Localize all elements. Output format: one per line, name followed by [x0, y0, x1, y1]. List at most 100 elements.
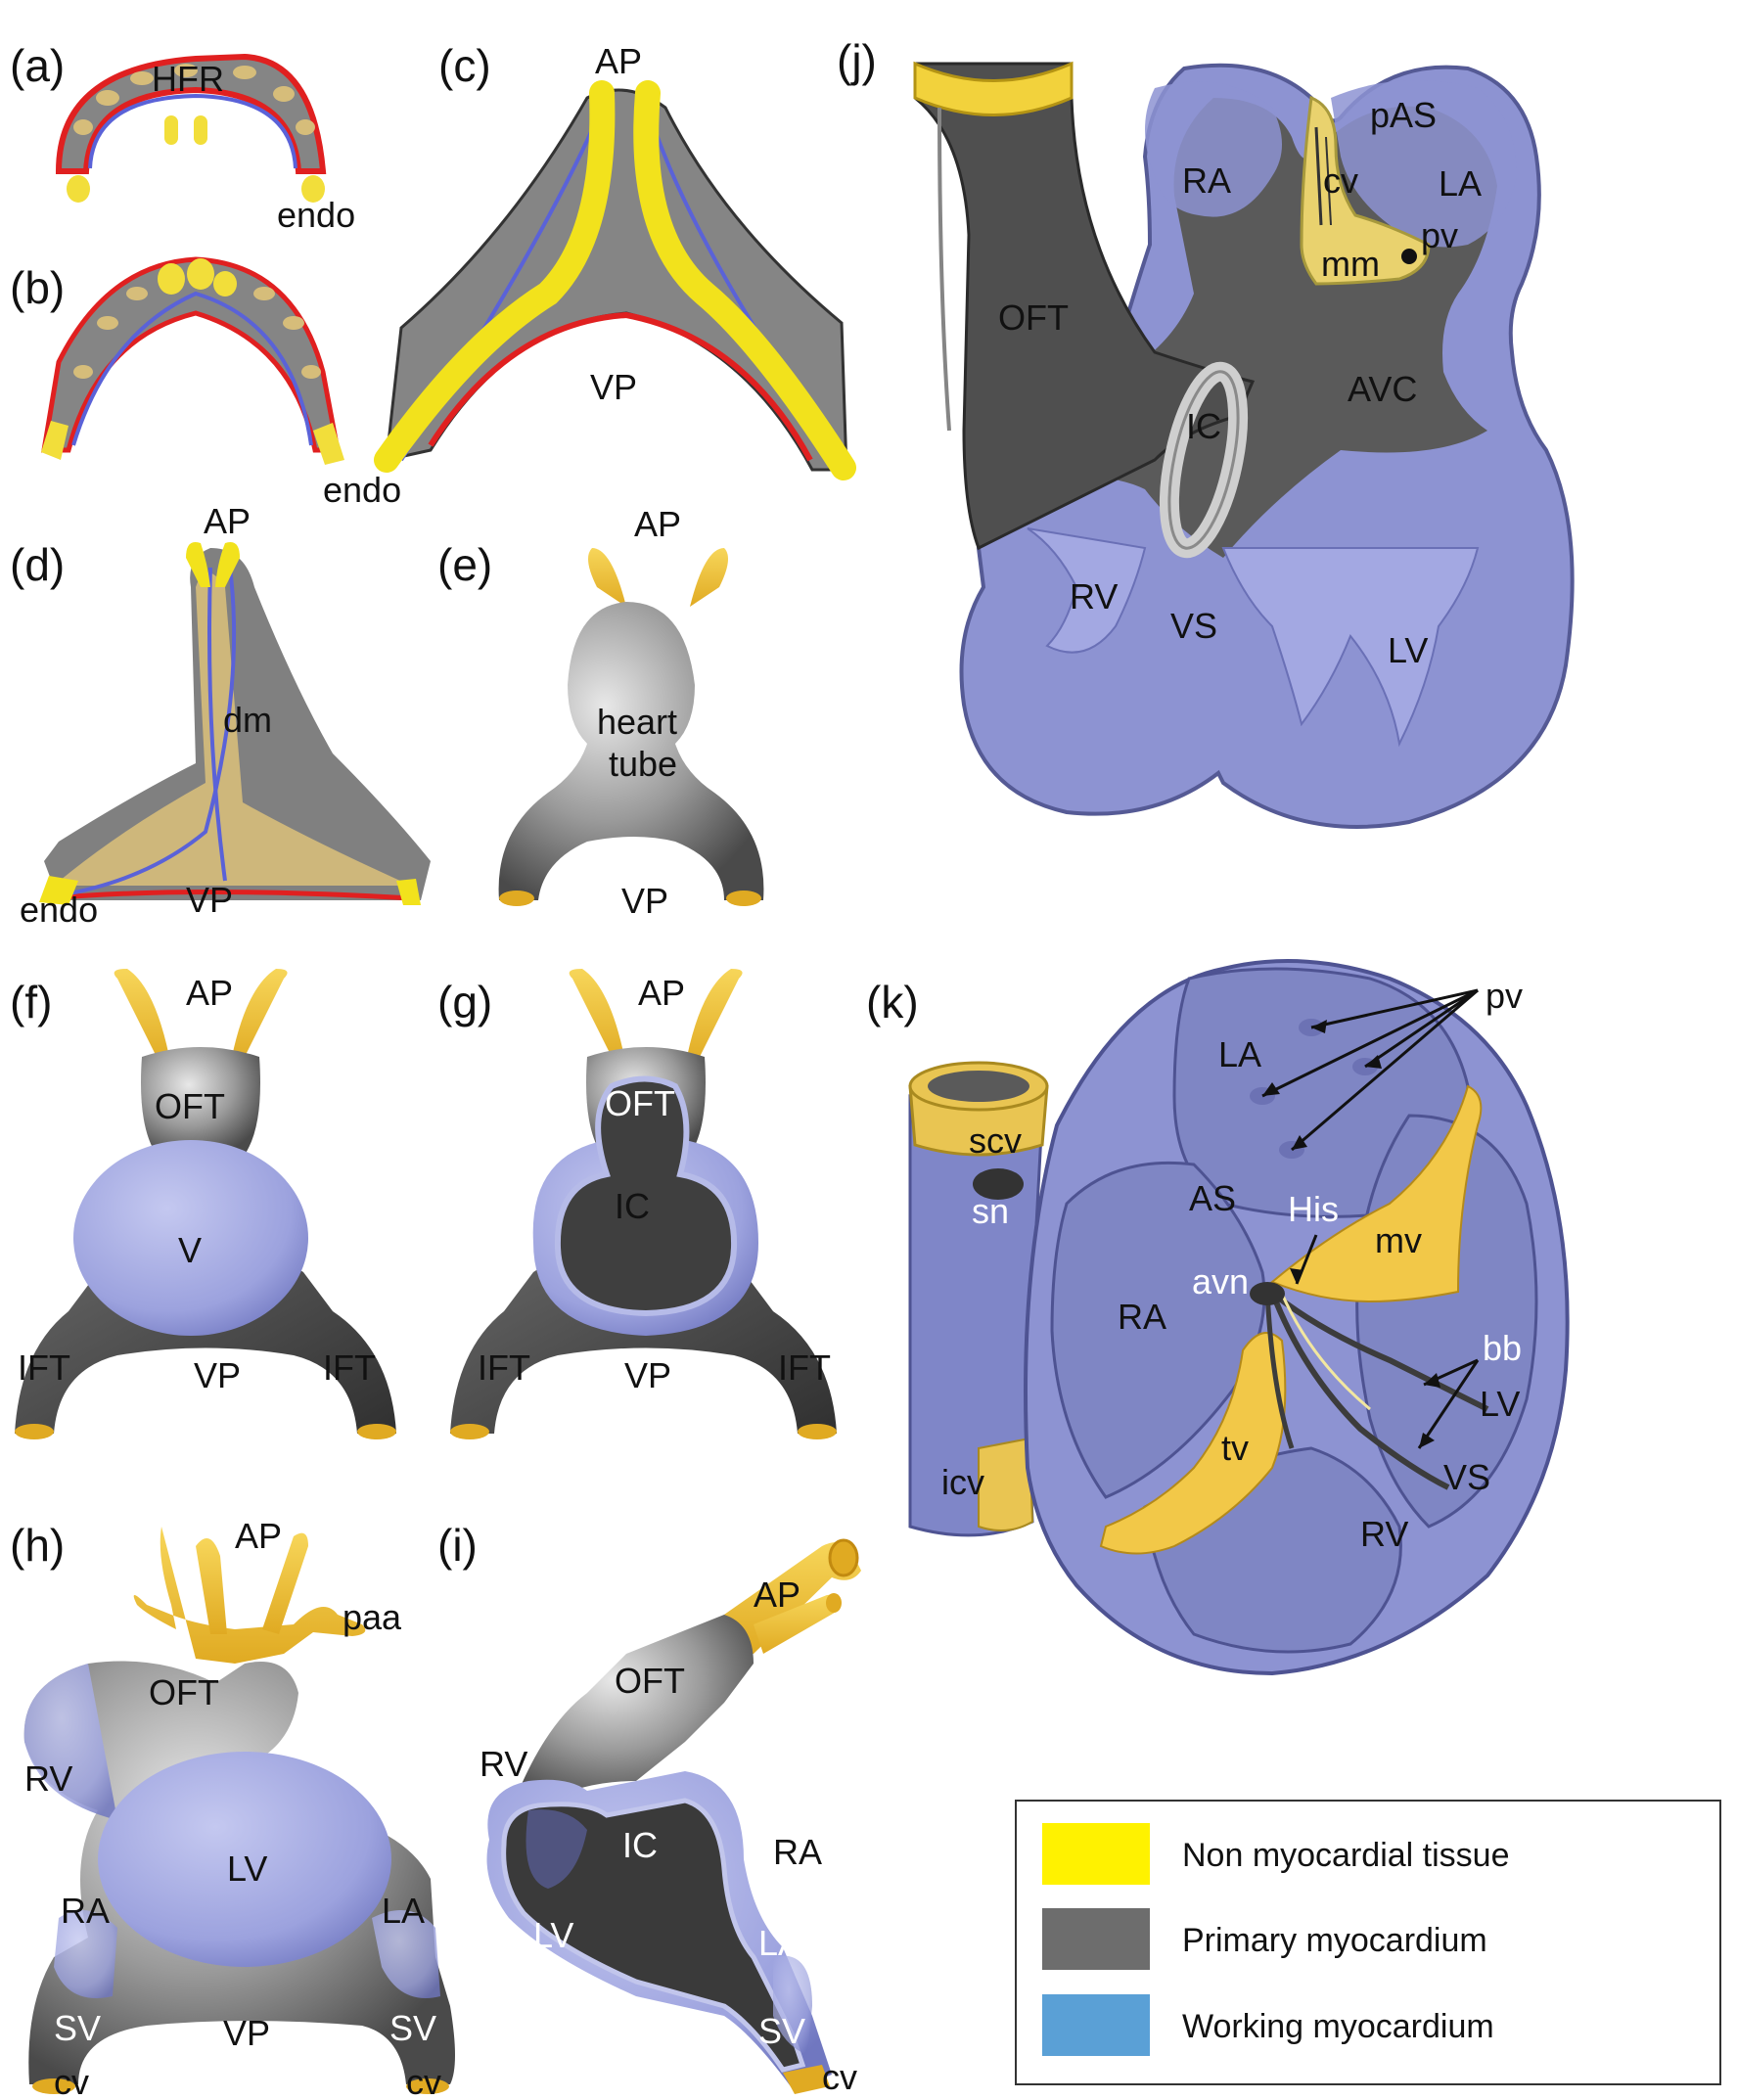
label-as: AS	[1189, 1178, 1236, 1218]
panel-k: (k) pv LA scv sn AS His mv avn RA bb LV …	[866, 959, 1570, 1676]
legend-swatch-non-myocardial	[1042, 1823, 1150, 1885]
label-ap-h: AP	[235, 1516, 282, 1556]
panel-letter-j: (j)	[837, 35, 877, 86]
label-la-j: LA	[1439, 163, 1482, 204]
label-ic-j: IC	[1186, 406, 1221, 446]
label-ra-j: RA	[1182, 160, 1231, 201]
label-pv-j: pv	[1421, 215, 1458, 255]
label-cv-j: cv	[1323, 160, 1358, 201]
legend-label-non-myocardial: Non myocardial tissue	[1182, 1837, 1509, 1874]
label-la-h: LA	[382, 1891, 425, 1931]
label-ift-left-g: IFT	[478, 1347, 530, 1388]
panel-i: (i) AP OFT RV IC RA LV LA SV cv	[437, 1520, 861, 2097]
panel-letter-g: (g)	[437, 977, 492, 1027]
label-mv: mv	[1375, 1220, 1422, 1260]
label-lv-j: LV	[1388, 630, 1428, 670]
label-cv-i: cv	[822, 2057, 857, 2097]
label-la-i: LA	[758, 1923, 801, 1963]
label-vp-h: VP	[223, 2013, 270, 2053]
label-endo-b: endo	[323, 470, 401, 510]
panel-f: (f) AP OFT V IFT VP IFT	[10, 969, 396, 1439]
label-lv-h: LV	[227, 1849, 267, 1889]
label-ap-f: AP	[186, 973, 233, 1013]
panel-letter-c: (c)	[438, 40, 491, 91]
label-tube: tube	[609, 744, 677, 784]
panel-h: (h) AP paa OFT RV LV RA LA SV SV VP cv c…	[10, 1516, 456, 2100]
label-endo: endo	[277, 195, 355, 235]
legend: Non myocardial tissue Primary myocardium…	[1015, 1800, 1721, 2085]
label-tv: tv	[1221, 1428, 1249, 1468]
panel-letter-a: (a)	[10, 40, 65, 91]
label-paa: paa	[343, 1597, 402, 1637]
label-sv-left-h: SV	[54, 2008, 101, 2048]
label-vp-g: VP	[624, 1355, 671, 1395]
label-ra-h: RA	[61, 1891, 110, 1931]
label-oft-g: OFT	[605, 1083, 675, 1123]
label-ift-right-f: IFT	[323, 1347, 376, 1388]
label-rv-j: RV	[1070, 576, 1118, 616]
label-oft-j: OFT	[998, 297, 1069, 338]
label-ap-c: AP	[595, 41, 642, 81]
label-vp-d: VP	[186, 880, 233, 920]
label-rv-k: RV	[1360, 1514, 1408, 1554]
label-scv: scv	[969, 1120, 1022, 1161]
label-lv-k: LV	[1480, 1384, 1520, 1424]
label-oft-i: OFT	[615, 1661, 685, 1701]
panel-b: (b) endo	[10, 256, 401, 510]
label-hfr: HFR	[152, 59, 224, 99]
label-ra-k: RA	[1118, 1297, 1166, 1337]
panel-e: (e) AP heart tube VP	[437, 504, 764, 921]
label-bb: bb	[1483, 1328, 1522, 1368]
label-sv-i: SV	[758, 2011, 805, 2051]
label-ic-g: IC	[615, 1186, 650, 1226]
panel-letter-b: (b)	[10, 262, 65, 313]
label-sv-right-h: SV	[389, 2008, 436, 2048]
label-ap-d: AP	[204, 501, 251, 541]
label-rv-h: RV	[24, 1758, 72, 1799]
label-ic-i: IC	[622, 1825, 658, 1865]
legend-label-working: Working myocardium	[1182, 2008, 1494, 2045]
panel-letter-k: (k)	[866, 977, 919, 1027]
label-cv-right-h: cv	[406, 2062, 441, 2100]
panel-letter-i: (i)	[437, 1520, 478, 1571]
legend-swatch-primary	[1042, 1908, 1150, 1970]
label-ift-right-g: IFT	[778, 1347, 831, 1388]
label-icv: icv	[941, 1462, 984, 1502]
panel-d: (d) AP dm endo VP	[10, 501, 431, 930]
label-la-k: LA	[1218, 1034, 1261, 1074]
label-vp-e: VP	[621, 881, 668, 921]
label-ap-e: AP	[634, 504, 681, 544]
label-ift-left-f: IFT	[18, 1347, 70, 1388]
label-endo-d: endo	[20, 890, 98, 930]
label-vp-f: VP	[194, 1355, 241, 1395]
panel-g: (g) AP OFT IC IFT VP IFT	[437, 969, 837, 1439]
label-his: His	[1288, 1189, 1339, 1229]
label-sn: sn	[972, 1191, 1009, 1231]
panel-letter-d: (d)	[10, 539, 65, 590]
panel-c: (c) AP VP	[374, 40, 856, 480]
panel-letter-h: (h)	[10, 1520, 65, 1571]
label-ap-g: AP	[638, 973, 685, 1013]
label-vp-c: VP	[590, 367, 637, 407]
label-cv-left-h: cv	[54, 2062, 89, 2100]
label-oft-f: OFT	[155, 1086, 225, 1126]
label-pas: pAS	[1370, 95, 1437, 135]
label-heart: heart	[597, 702, 677, 742]
label-avc: AVC	[1348, 369, 1417, 409]
legend-swatch-working	[1042, 1994, 1150, 2056]
panel-j: (j) pAS RA cv LA pv mm OFT AVC IC RV VS …	[837, 35, 1575, 829]
label-ap-i: AP	[754, 1575, 800, 1615]
label-ra-i: RA	[773, 1832, 822, 1872]
panel-letter-e: (e)	[437, 539, 492, 590]
label-oft-h: OFT	[149, 1672, 219, 1712]
label-v: V	[178, 1230, 202, 1270]
label-rv-i: RV	[480, 1744, 527, 1784]
label-avn: avn	[1192, 1261, 1249, 1301]
label-mm: mm	[1321, 244, 1380, 284]
label-vs-j: VS	[1170, 606, 1217, 646]
label-pv-k: pv	[1486, 976, 1523, 1016]
legend-label-primary: Primary myocardium	[1182, 1922, 1487, 1959]
label-vs-k: VS	[1443, 1457, 1490, 1497]
label-lv-i: LV	[533, 1915, 573, 1955]
